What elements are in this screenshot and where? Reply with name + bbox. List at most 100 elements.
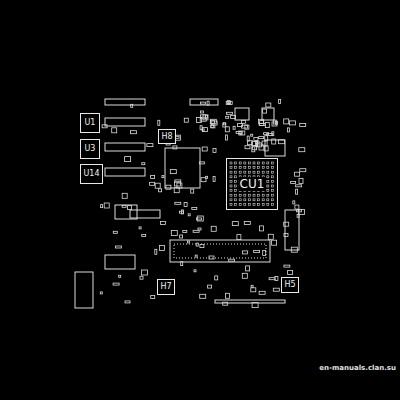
bga-ball — [271, 199, 273, 201]
smd-part — [175, 202, 181, 204]
smd-part — [142, 235, 146, 237]
smd-part — [177, 183, 182, 188]
smd-part — [197, 216, 203, 221]
bga-ball — [262, 162, 264, 164]
smd-part — [215, 276, 218, 280]
smd-part — [122, 193, 127, 198]
smd-part — [242, 273, 247, 278]
smd-part — [273, 120, 276, 124]
smd-part — [208, 285, 212, 288]
smd-part — [229, 259, 235, 261]
smd-part — [194, 270, 196, 272]
bga-ball — [230, 203, 232, 205]
bga-ball — [267, 162, 269, 164]
smd-part — [297, 214, 299, 217]
bga-ball — [230, 185, 232, 187]
smd-part — [174, 188, 179, 193]
smd-part — [193, 230, 199, 232]
smd-part — [245, 125, 249, 129]
bga-ball — [244, 162, 246, 164]
smd-part — [241, 120, 245, 123]
bga-ball — [253, 171, 255, 173]
smd-part — [295, 205, 299, 209]
smd-part — [264, 146, 268, 151]
bga-ball — [267, 194, 269, 196]
smd-part — [209, 256, 214, 259]
smd-part — [223, 123, 226, 127]
ref-designator: H5 — [284, 281, 295, 289]
smd-part — [268, 234, 273, 239]
bga-ball — [248, 199, 250, 201]
ref-designator: U14 — [83, 170, 99, 178]
smd-part — [140, 276, 143, 279]
smd-part — [175, 182, 181, 186]
smd-part — [251, 285, 253, 287]
bga-ball — [258, 171, 260, 173]
smd-part — [102, 125, 107, 128]
smd-part — [200, 294, 206, 298]
smd-part — [223, 302, 228, 305]
bga-ball — [235, 190, 237, 192]
smd-part — [227, 112, 233, 114]
bga-ball — [271, 203, 273, 205]
smd-part — [150, 182, 155, 185]
smd-part — [263, 109, 267, 113]
bga-ball — [244, 199, 246, 201]
smd-part — [166, 185, 171, 189]
smd-part — [210, 119, 216, 123]
component-outline: U1 — [80, 113, 100, 133]
smd-part — [161, 221, 166, 224]
smd-part — [206, 176, 208, 178]
smd-part — [195, 255, 197, 257]
bga-ball — [248, 171, 250, 173]
bga-ball — [230, 176, 232, 178]
bga-ball — [271, 190, 273, 192]
bga-ball — [244, 194, 246, 196]
smd-part — [160, 245, 165, 250]
smd-part — [254, 137, 258, 140]
smd-part — [211, 226, 216, 231]
component-outline: H5 — [281, 277, 299, 293]
bga-ball — [230, 167, 232, 169]
smd-part — [300, 169, 306, 172]
smd-part — [159, 189, 162, 192]
smd-part — [295, 172, 300, 176]
smd-part — [254, 251, 260, 253]
smd-part — [278, 140, 284, 144]
smd-part — [262, 141, 267, 146]
bga-ball — [248, 194, 250, 196]
smd-part — [188, 241, 190, 243]
bga-ball — [271, 185, 273, 187]
bga-ball — [267, 167, 269, 169]
smd-part — [213, 177, 215, 182]
smd-part — [296, 185, 302, 187]
bga-ball — [230, 199, 232, 201]
smd-part — [128, 206, 132, 210]
bga-ball — [258, 203, 260, 205]
bga-ball — [239, 199, 241, 201]
smd-part — [237, 235, 241, 240]
smd-part — [297, 210, 302, 212]
smd-part — [272, 139, 276, 144]
bga-ball — [235, 162, 237, 164]
bga-ball — [258, 167, 260, 169]
smd-part — [155, 249, 157, 254]
smd-part — [267, 133, 273, 135]
smd-part — [192, 208, 197, 210]
smd-part — [142, 163, 145, 165]
smd-part — [251, 134, 253, 136]
smd-part — [125, 301, 130, 303]
bga-ball — [235, 203, 237, 205]
smd-part — [275, 277, 278, 281]
smd-part — [226, 116, 229, 118]
bga-ball — [267, 180, 269, 182]
component-outline: H7 — [157, 279, 175, 295]
smd-part — [180, 235, 183, 238]
ref-designator: CU1 — [239, 177, 266, 191]
smd-part — [246, 266, 250, 271]
smd-part — [263, 250, 266, 255]
smd-part — [226, 102, 232, 105]
smd-part — [284, 265, 290, 267]
bga-ball — [271, 176, 273, 178]
smd-part — [300, 123, 306, 126]
